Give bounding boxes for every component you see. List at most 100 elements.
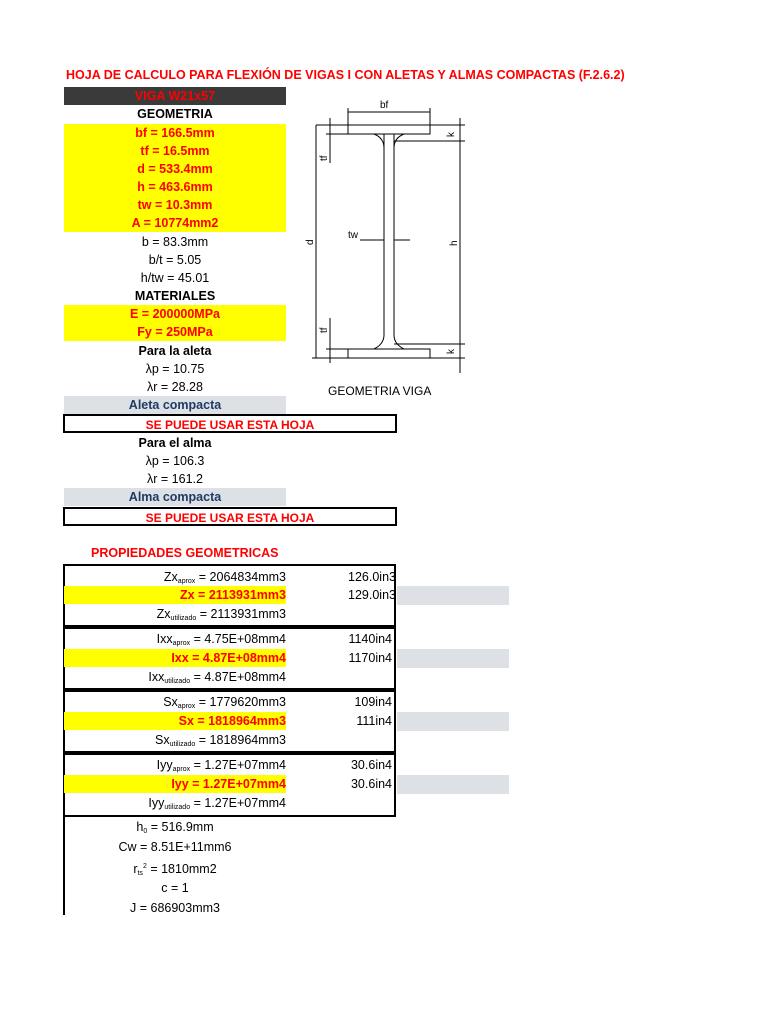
h-label: h: [449, 240, 460, 246]
ixx-approx-row: Ixxaprox = 4.75E+08mm4: [64, 630, 286, 648]
iyy-approx-row: Iyyaprox = 1.27E+07mm4: [64, 756, 286, 774]
sx-used-symbol: Sx: [155, 733, 170, 747]
rts-value: = 1810mm2: [146, 862, 217, 877]
iyy-approx-symbol: Iyy: [156, 758, 173, 772]
ixx-approx-subscript: aprox: [172, 640, 191, 647]
bottom-flange-shape: [347, 348, 431, 359]
fy-input-cell[interactable]: Fy = 250MPa: [64, 323, 286, 341]
d-label: d: [305, 239, 316, 245]
top-flange-shape: [347, 124, 431, 135]
j-value: J = 686903mm3: [130, 901, 220, 915]
ixx-approx-value: = 4.75E+08mm4: [190, 632, 286, 646]
flange-lambda-r: λr = 28.28: [147, 380, 203, 394]
h0-symbol: h: [136, 820, 144, 834]
zx-approx-imperial: 126.0in3: [348, 570, 396, 584]
sx-cell[interactable]: Sx = 1818964mm3: [64, 712, 286, 730]
zx-cell[interactable]: Zx = 2113931mm3: [64, 586, 286, 604]
tf-bottom-label: tf: [319, 327, 330, 333]
iyy-used-row: Iyyutilizado = 1.27E+07mm4: [64, 794, 286, 812]
beam-geometry-diagram: bf k tf d h tw tf k GEOMETRIA VIGA: [305, 100, 465, 398]
area-input-cell[interactable]: A = 10774mm2: [64, 214, 286, 232]
zx-used-symbol: Zx: [156, 607, 171, 621]
geometry-header: GEOMETRIA: [137, 107, 213, 121]
iyy-cell[interactable]: Iyy = 1.27E+07mm4: [64, 775, 286, 793]
sx-approx-symbol: Sx: [163, 695, 178, 709]
tw-label: tw: [348, 230, 359, 241]
materials-header: MATERIALES: [134, 289, 216, 303]
tf-input-cell[interactable]: tf = 16.5mm: [64, 142, 286, 160]
d-input-cell[interactable]: d = 533.4mm: [64, 160, 286, 178]
web-message-box: SE PUEDE USAR ESTA HOJA: [63, 507, 397, 526]
sx-imperial: 111in4: [356, 714, 392, 728]
iyy-approx-value: = 1.27E+07mm4: [190, 758, 286, 772]
cw-value: Cw = 8.51E+11mm6: [118, 840, 232, 854]
zx-side-cell[interactable]: [397, 586, 509, 605]
ixx-cell[interactable]: Ixx = 4.87E+08mm4: [64, 649, 286, 667]
zx-approx-subscript: aprox: [177, 578, 196, 585]
k-bottom-label: k: [446, 348, 457, 354]
sx-approx-value: = 1779620mm3: [195, 695, 286, 709]
iyy-used-symbol: Iyy: [148, 796, 165, 810]
zx-approx-row: Zxaprox = 2064834mm3: [64, 568, 286, 586]
sx-approx-row: Sxaprox = 1779620mm3: [64, 693, 286, 711]
iyy-imperial: 30.6in4: [350, 777, 392, 791]
web-lambda-p: λp = 106.3: [145, 454, 205, 468]
flange-status: Aleta compacta: [64, 396, 286, 414]
k-top-label: k: [446, 131, 457, 137]
web-header: Para el alma: [138, 436, 212, 450]
b-over-t-value: b/t = 5.05: [148, 253, 202, 267]
ixx-used-symbol: Ixx: [148, 670, 165, 684]
zx-imperial: 129.0in3: [348, 588, 396, 602]
h0-value: = 516.9mm: [147, 820, 214, 834]
web-status: Alma compacta: [64, 488, 286, 506]
ixx-used-value: = 4.87E+08mm4: [190, 670, 286, 684]
iyy-used-value: = 1.27E+07mm4: [190, 796, 286, 810]
web-lambda-r: λr = 161.2: [147, 472, 203, 486]
iyy-side-cell[interactable]: [397, 775, 509, 794]
flange-lambda-p: λp = 10.75: [145, 362, 205, 376]
diagram-caption: GEOMETRIA VIGA: [328, 384, 431, 398]
zx-used-row: Zxutilizado = 2113931mm3: [64, 605, 286, 623]
rts-superscript: 2: [142, 863, 147, 870]
zx-used-value: = 2113931mm3: [196, 607, 286, 621]
ixx-used-subscript: utilizado: [164, 678, 191, 685]
beam-name-cell[interactable]: VIGA W21x57: [64, 87, 286, 105]
misc-group-border: [63, 817, 65, 915]
properties-header: PROPIEDADES GEOMETRICAS: [91, 546, 279, 560]
flange-header: Para la aleta: [138, 344, 212, 358]
zx-used-subscript: utilizado: [170, 615, 197, 622]
zx-approx-symbol: Zx: [163, 570, 178, 584]
bf-label: bf: [380, 100, 389, 111]
ixx-used-row: Ixxutilizado = 4.87E+08mm4: [64, 668, 286, 686]
h0-row: h0 = 516.9mm: [64, 818, 286, 836]
iyy-approx-imperial: 30.6in4: [350, 758, 392, 772]
sheet-title: HOJA DE CALCULO PARA FLEXIÓN DE VIGAS I …: [66, 68, 625, 82]
tw-input-cell[interactable]: tw = 10.3mm: [64, 196, 286, 214]
E-input-cell[interactable]: E = 200000MPa: [64, 305, 286, 323]
ixx-approx-imperial: 1140in4: [348, 632, 392, 646]
bf-input-cell[interactable]: bf = 166.5mm: [64, 124, 286, 142]
rts-subscript: ts: [137, 870, 143, 878]
flange-message-box: SE PUEDE USAR ESTA HOJA: [63, 414, 397, 433]
iyy-used-subscript: utilizado: [164, 804, 191, 811]
sx-approx-imperial: 109in4: [354, 695, 392, 709]
b-value: b = 83.3mm: [141, 235, 209, 249]
ixx-approx-symbol: Ixx: [156, 632, 173, 646]
zx-approx-value: = 2064834mm3: [195, 570, 286, 584]
sx-used-value: = 1818964mm3: [195, 733, 286, 747]
rts-row: rts2 = 1810mm2: [64, 858, 286, 878]
tf-top-label: tf: [319, 155, 330, 161]
c-value: c = 1: [161, 881, 189, 895]
h-input-cell[interactable]: h = 463.6mm: [64, 178, 286, 196]
iyy-approx-subscript: aprox: [172, 766, 191, 773]
sx-used-subscript: utilizado: [169, 741, 196, 748]
sx-used-row: Sxutilizado = 1818964mm3: [64, 731, 286, 749]
sx-approx-subscript: aprox: [177, 703, 196, 710]
ixx-imperial: 1170in4: [348, 651, 392, 665]
web-shape: [373, 133, 405, 350]
ixx-side-cell[interactable]: [397, 649, 509, 668]
rts-symbol: r: [133, 862, 138, 877]
h-over-tw-value: h/tw = 45.01: [140, 271, 210, 285]
h0-subscript: 0: [143, 828, 148, 835]
sx-side-cell[interactable]: [397, 712, 509, 731]
